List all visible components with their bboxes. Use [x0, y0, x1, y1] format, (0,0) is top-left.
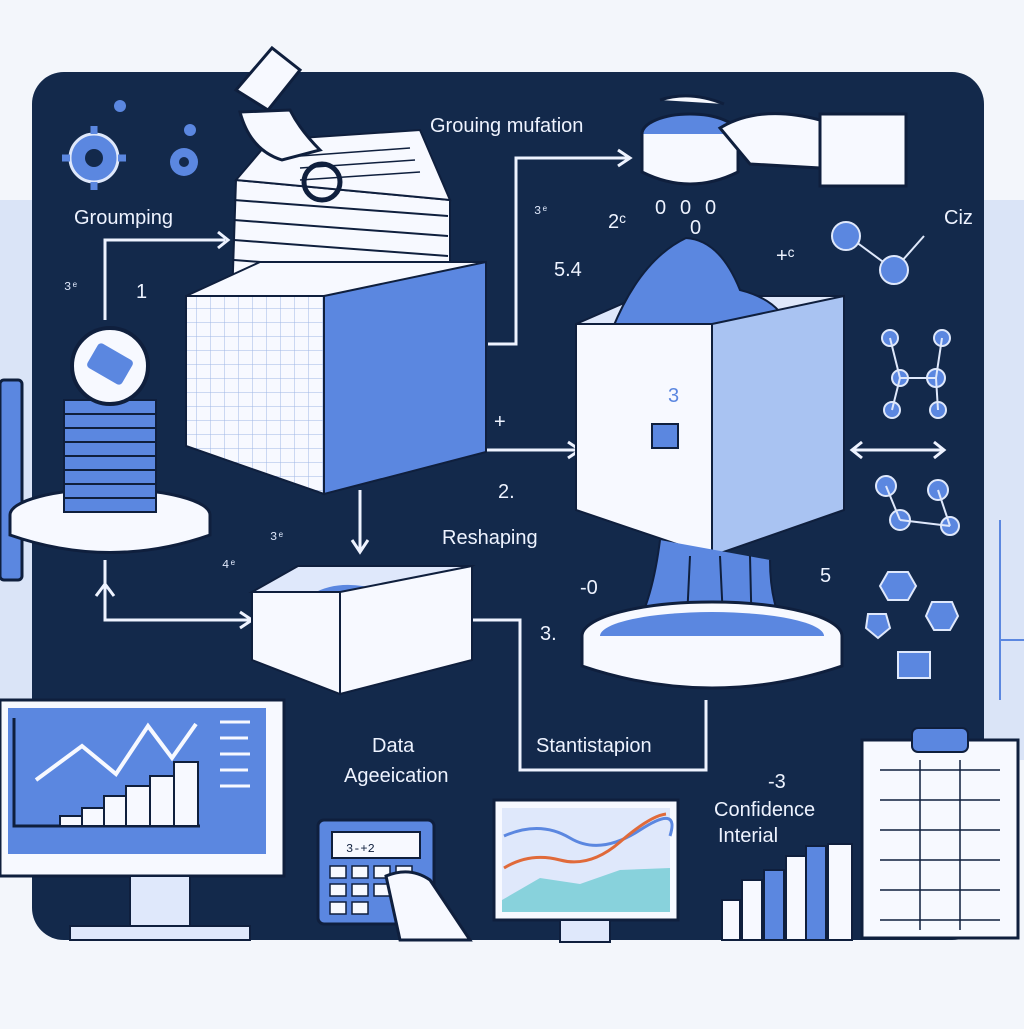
bar-chart-icon: [721, 843, 853, 941]
step-number-3b: 3.: [540, 623, 557, 645]
grouping-box: [185, 260, 487, 496]
step-number-3e: 3ᵉ: [270, 530, 284, 544]
step-number-neg0: -0: [580, 577, 598, 599]
step-number-4e: 4ᵉ: [222, 558, 236, 572]
coin-stack-icon: [8, 326, 212, 554]
gear-icon: [170, 148, 198, 176]
network-icon: [831, 221, 925, 285]
network-icon: [864, 571, 960, 679]
network-icon: [875, 475, 960, 536]
step-number-3e: 3ᵉ: [534, 204, 548, 218]
step-number-2: 2.: [498, 481, 515, 503]
pouring-funnel: [640, 112, 740, 186]
binary-stream: 0 0 0 0: [655, 197, 716, 239]
clipboard-icon: [860, 727, 1020, 940]
network-icon: [881, 329, 951, 419]
binary-digit: 0: [680, 197, 691, 219]
binary-digit: 0: [655, 197, 666, 219]
label-reshaping: Reshaping: [442, 527, 538, 549]
calculator-icon: 3-+2: [316, 818, 473, 942]
label-data: Data: [372, 735, 415, 757]
monitor-icon: [492, 798, 680, 943]
calculator-display: 3-+2: [346, 842, 375, 856]
label-stantistapion: Stantistapion: [536, 735, 652, 757]
magnifier-icon: [301, 161, 343, 203]
label-groumping: Groumping: [74, 207, 173, 229]
step-number-1: 1: [136, 281, 147, 303]
hand-icon: [659, 94, 908, 188]
hand-icon: [233, 45, 323, 162]
step-number-3: 3: [668, 385, 679, 407]
bar-chart-icon: [59, 761, 199, 827]
label-grouping-mutation: Grouing mufation: [430, 115, 583, 137]
plus-sign: +: [494, 411, 506, 433]
step-number-5: 5: [820, 565, 831, 587]
step-number-2c: 2ᶜ: [608, 211, 626, 233]
result-bowl: [580, 600, 844, 690]
binary-digit: 0: [690, 217, 701, 239]
label-interial: Interial: [718, 825, 778, 847]
plus-sign: +ᶜ: [776, 245, 795, 267]
step-number-3e: 3ᵉ: [64, 280, 78, 294]
label-confidence: Confidence: [714, 799, 815, 821]
right-side-decor: [984, 200, 1024, 760]
step-number-5-4: 5.4: [554, 259, 582, 281]
step-number-neg3: -3: [768, 771, 786, 793]
label-ciz: Ciz: [944, 207, 973, 229]
gear-icon: [62, 126, 126, 190]
aggregation-box: [248, 564, 476, 696]
flow-connectors: [94, 148, 947, 772]
gear-icon: [114, 100, 196, 136]
monitor-icon: [0, 698, 286, 941]
label-ageeication: Ageeication: [344, 765, 449, 787]
binary-digit: 0: [705, 197, 716, 219]
